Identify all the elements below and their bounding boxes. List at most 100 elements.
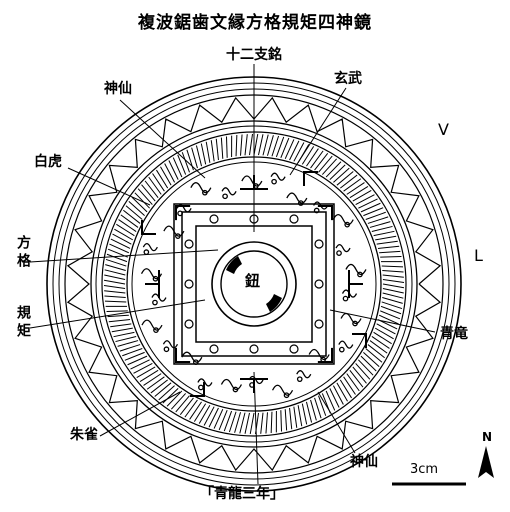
branch-rosette [209, 344, 219, 354]
l-mark [303, 171, 318, 186]
hatch-stroke [363, 207, 384, 217]
motif-curl [142, 243, 158, 252]
hatch-stroke [124, 351, 145, 361]
hatch-stroke [358, 198, 378, 209]
hatch-stroke [369, 221, 391, 228]
hatch-stroke [172, 157, 183, 178]
hatch-stroke [382, 288, 404, 294]
hatch-stroke [336, 171, 354, 186]
l-shape [190, 382, 205, 397]
hatch-stroke [333, 167, 350, 183]
branch-rosette [289, 344, 299, 354]
hatch-stroke [127, 355, 148, 366]
leader-line [67, 167, 151, 206]
motif-dot [202, 189, 208, 196]
hatch-stroke [112, 233, 132, 245]
hatch-stroke [144, 180, 159, 198]
hatch-stroke [122, 348, 143, 357]
v-shape [175, 347, 191, 363]
hatch-stroke [332, 385, 344, 405]
motif-dot [152, 299, 158, 306]
leader-line [289, 87, 347, 176]
motif-dot [153, 327, 159, 333]
hatch-stroke [198, 404, 211, 424]
hatch-stroke [200, 143, 207, 165]
sawtooth-line [66, 96, 442, 472]
hatch-stroke [260, 412, 264, 434]
hatch-stroke [119, 344, 141, 352]
hatch-stroke [184, 399, 198, 418]
motif-curl [220, 378, 243, 391]
motif-dot [342, 295, 349, 302]
label-zhuque: 朱雀 [70, 427, 98, 443]
motif-dot [175, 233, 181, 239]
knob-base-ring [211, 241, 297, 327]
hatch-stroke [106, 310, 128, 313]
leader-line [253, 371, 259, 485]
hatch-stroke [349, 186, 369, 199]
hatch-stroke [382, 279, 405, 284]
motif-curl [332, 214, 354, 226]
hatch-stroke [365, 348, 383, 363]
hatch-stroke [355, 194, 375, 206]
hatch-stroke [104, 274, 126, 280]
hatch-stroke [380, 255, 402, 258]
motif-curl [296, 370, 312, 379]
label-inscription: 「青龍三年」 [200, 486, 284, 502]
hatch-stroke [205, 141, 211, 163]
hatch-stroke [218, 409, 228, 431]
hatch-stroke [321, 158, 338, 175]
hatch-stroke [136, 366, 156, 378]
hatch-stroke [371, 225, 393, 233]
hatch-stroke [139, 369, 159, 382]
hatch-stroke [379, 250, 401, 254]
hatch-stroke [137, 188, 153, 205]
branch-rosette [249, 344, 259, 354]
motif-curl [335, 243, 351, 253]
hatch-stroke [382, 292, 404, 299]
hatch-stroke [143, 373, 162, 386]
hatch-stroke [349, 370, 364, 388]
l-mark [141, 220, 156, 235]
branch-rosette [289, 214, 299, 224]
hatch-stroke [258, 134, 264, 156]
hatch-stroke [306, 148, 319, 167]
motif-curl [162, 340, 179, 349]
hatch-stroke [339, 379, 352, 399]
label-xuanwu: 玄武 [334, 71, 362, 87]
motif-dot [338, 346, 345, 353]
motif-curl [338, 340, 354, 349]
hatch-stroke [117, 340, 139, 347]
hatch-stroke [244, 412, 250, 434]
hatch-stroke [156, 169, 169, 189]
hatch-stroke [166, 390, 183, 407]
hatch-stroke [293, 142, 305, 162]
v-mark [175, 347, 191, 363]
knob-hole-left [226, 256, 242, 274]
hatch-stroke [382, 283, 405, 289]
hatch-stroke [369, 340, 388, 354]
l-shape [303, 171, 318, 186]
label-l-mark: L [474, 246, 483, 265]
hatch-stroke [235, 134, 238, 157]
hatch-stroke [191, 147, 198, 169]
hatch-stroke [203, 406, 215, 426]
hatch-stroke [329, 164, 346, 180]
central-knob [211, 241, 297, 327]
hatch-stroke [125, 205, 143, 220]
north-letter: N [482, 430, 493, 444]
motif-curl [271, 384, 294, 396]
hatch-stroke [118, 219, 137, 232]
hatch-stroke [289, 407, 293, 430]
hatch-stroke [141, 184, 156, 202]
leader-line [329, 309, 436, 333]
hatch-stroke [352, 190, 372, 202]
hatch-stroke [373, 230, 395, 237]
hatch-stroke [381, 301, 403, 310]
leader-line [317, 391, 356, 454]
hatch-stroke [271, 135, 280, 157]
l-mark [190, 382, 205, 397]
beast-motifs [140, 172, 367, 399]
hatch-stroke [223, 410, 233, 432]
hatch-stroke [177, 154, 187, 175]
